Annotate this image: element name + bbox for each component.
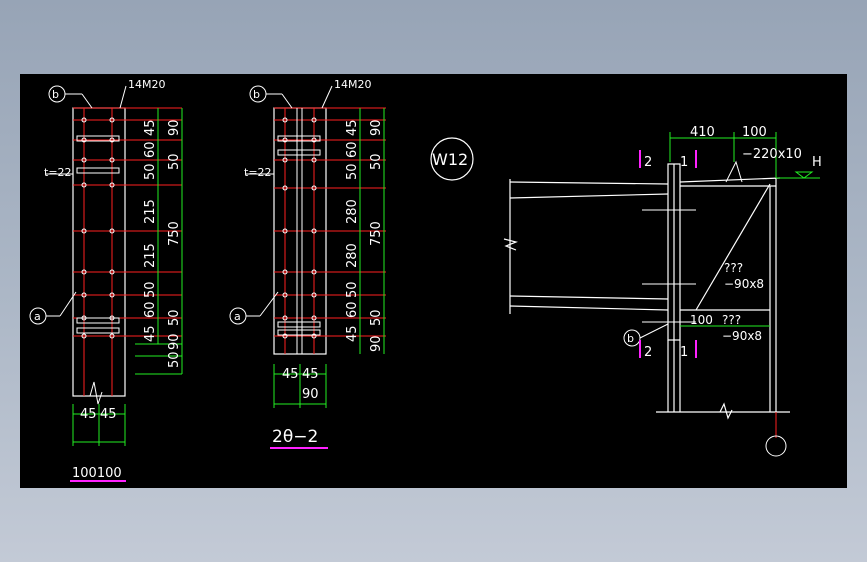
callout-leaders	[29, 85, 127, 325]
w12-tag: W12	[432, 150, 468, 169]
dim-left-7: 60	[143, 301, 158, 318]
dimension-lines	[72, 108, 183, 446]
beam-outline	[503, 179, 669, 314]
dim-mid-8: 45	[345, 325, 360, 342]
column-outline	[656, 177, 790, 420]
base-dim-2: 90	[302, 387, 319, 402]
dim-left-mid-5: 90	[167, 333, 182, 350]
stiffener-plates	[76, 135, 120, 334]
dim-left-mid-4: 50	[167, 309, 182, 326]
stiffener-q1: ???	[724, 261, 743, 275]
dim-mid-out-1: 90	[369, 119, 384, 136]
dim-100-top: 100	[742, 125, 767, 140]
dim-mid-out-3: 750	[369, 221, 384, 246]
section-cut-markers	[639, 150, 697, 358]
section-2-bottom: 2	[644, 345, 652, 360]
break-line	[89, 381, 103, 405]
base-dim: 100100	[72, 466, 122, 481]
bolt-holes-2	[282, 117, 317, 339]
width-dim-1: 45	[80, 407, 97, 422]
dim-left-mid-2: 50	[167, 153, 182, 170]
section-view-2-2: b a 14M20 t=22 45 60 50 280 280 50 60 45…	[229, 78, 386, 449]
cad-drawing-canvas: b a 14M20 t=22 45 60 50 215 215 50 60 45…	[20, 74, 847, 488]
dim-left-1: 45	[143, 119, 158, 136]
callout-b-label-2: b	[253, 88, 260, 101]
level-marker	[776, 171, 820, 179]
dim-mid-5: 280	[345, 243, 360, 268]
plate-thickness-label: t=22	[44, 166, 72, 179]
section-view-1-1: b a 14M20 t=22 45 60 50 215 215 50 60 45…	[29, 78, 183, 482]
dim-mid-out-4: 50	[369, 309, 384, 326]
end-plate	[667, 163, 681, 412]
dim-left-4: 215	[143, 199, 158, 224]
dim-left-2: 60	[143, 141, 158, 158]
width-dim-2a: 45	[282, 367, 299, 382]
dim-410: 410	[690, 125, 715, 140]
w12-tag-circle	[430, 137, 474, 181]
dim-100-bottom: 100	[690, 313, 713, 327]
callout-a-label: a	[34, 310, 41, 323]
plate-spec-top: −220x10	[742, 147, 802, 162]
vertical-dimension-labels-2: 45 60 50 280 280 50 60 45 90 50 750 50 9…	[345, 119, 384, 352]
vertical-dimension-labels: 45 60 50 215 215 50 60 45 90 50 750 50 9…	[143, 119, 182, 368]
elevation-dimensions	[669, 132, 777, 327]
bolt-rows-2	[274, 107, 386, 354]
bolt-spec-label-2: 14M20	[334, 78, 372, 91]
bolt-holes	[81, 117, 115, 339]
stiffener-q2: ???	[722, 313, 741, 327]
beam-column-elevation: W12	[430, 125, 822, 457]
level-label: H	[812, 155, 822, 170]
dim-left-8: 45	[143, 325, 158, 342]
dim-mid-3: 50	[345, 163, 360, 180]
dimension-lines-2	[273, 108, 385, 408]
section-1-top: 1	[680, 155, 688, 170]
dim-mid-6: 50	[345, 281, 360, 298]
plate-thickness-label-2: t=22	[244, 166, 272, 179]
top-stiffener	[725, 160, 743, 183]
column-plate-outline	[72, 107, 126, 397]
dim-left-3: 50	[143, 163, 158, 180]
bolt-rows	[73, 107, 182, 396]
dim-left-mid-3: 750	[167, 221, 182, 246]
section-title-2-2: 2θ−2	[272, 427, 318, 447]
bolt-spec-label: 14M20	[128, 78, 166, 91]
dim-left-low-1: 50	[167, 351, 182, 368]
end-plate-bolts	[642, 209, 696, 323]
section-1-bottom: 1	[680, 345, 688, 360]
callout-b-label: b	[52, 88, 59, 101]
section-2-top: 2	[644, 155, 652, 170]
dim-mid-out-5: 90	[369, 335, 384, 352]
dim-left-5: 215	[143, 243, 158, 268]
width-dim-2b: 45	[302, 367, 319, 382]
axis-bubble	[765, 435, 787, 457]
stiffener-spec-2: −90x8	[722, 329, 762, 343]
width-dim-2: 45	[100, 407, 117, 422]
dim-mid-2: 60	[345, 141, 360, 158]
callout-a-label-2: a	[234, 310, 241, 323]
stiffener-spec-1: −90x8	[724, 277, 764, 291]
callout-b-label-3: b	[627, 332, 634, 345]
dim-mid-7: 60	[345, 301, 360, 318]
dim-mid-out-2: 50	[369, 153, 384, 170]
stiffener-plates-2	[277, 108, 321, 354]
callout-leaders-2	[229, 85, 333, 325]
dim-mid-1: 45	[345, 119, 360, 136]
dim-left-mid-1: 90	[167, 119, 182, 136]
dim-left-6: 50	[143, 281, 158, 298]
dim-mid-4: 280	[345, 199, 360, 224]
